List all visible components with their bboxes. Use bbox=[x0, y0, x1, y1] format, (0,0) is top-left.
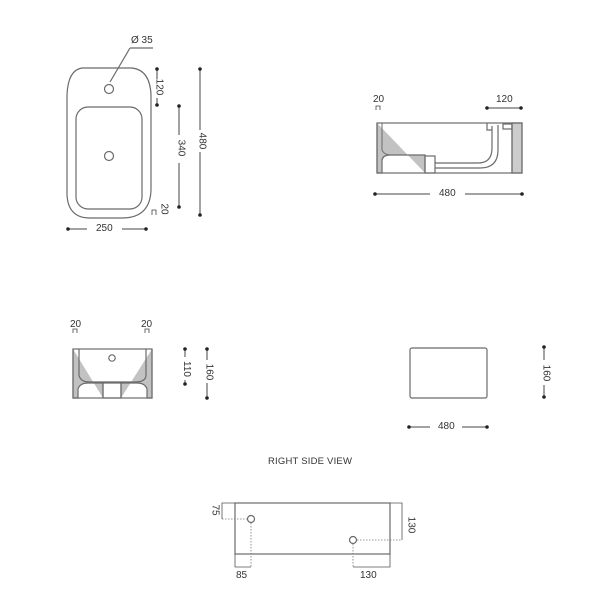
dim-width: 250 bbox=[96, 223, 113, 234]
dim-wall: 20 bbox=[373, 94, 385, 105]
front-section-outline bbox=[376, 122, 523, 174]
dim-side-height: 160 bbox=[540, 364, 552, 382]
dim-side-length: 480 bbox=[438, 421, 455, 432]
dim-depth: 110 bbox=[180, 361, 192, 377]
dim-front-length: 480 bbox=[439, 188, 456, 199]
dim-rim-bottom: 20 bbox=[158, 203, 170, 215]
end-section-outline bbox=[72, 348, 153, 399]
top-view-outline bbox=[66, 47, 153, 219]
dim-hole2-from-right: 130 bbox=[360, 570, 377, 581]
dim-total-length: 480 bbox=[196, 132, 208, 150]
dim-hole1-from-top: 75 bbox=[209, 504, 221, 516]
dim-wall-right: 20 bbox=[141, 319, 153, 330]
dim-overflow: 120 bbox=[496, 94, 513, 105]
dim-wall-left: 20 bbox=[70, 319, 82, 330]
hole-diameter-label: Ø 35 bbox=[131, 35, 153, 46]
dim-top-to-basin: 120 bbox=[153, 78, 165, 96]
dim-basin-length: 340 bbox=[175, 139, 187, 157]
dim-end-height: 160 bbox=[203, 363, 215, 381]
right-side-view-title: RIGHT SIDE VIEW bbox=[268, 456, 353, 467]
dim-hole2-from-top: 130 bbox=[405, 516, 417, 534]
right-side-view-outline bbox=[234, 502, 391, 555]
side-elevation-outline bbox=[409, 347, 488, 399]
dim-hole1-from-left: 85 bbox=[236, 570, 248, 581]
